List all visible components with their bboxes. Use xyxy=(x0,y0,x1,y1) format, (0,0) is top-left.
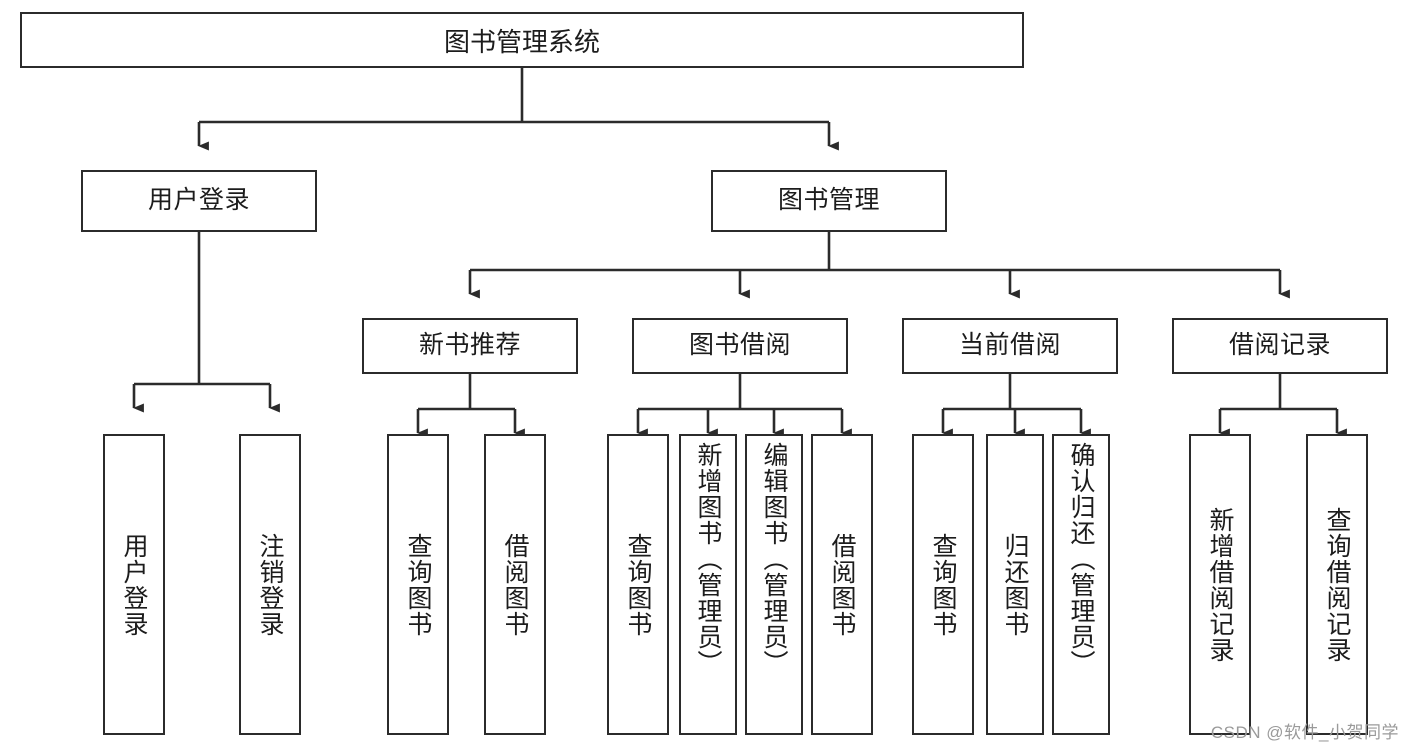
node-label: 查询借阅记录 xyxy=(1323,506,1351,663)
node-new-book-recommend[interactable]: 新书推荐 xyxy=(362,318,578,374)
node-label: 借阅记录 xyxy=(1228,331,1331,360)
node-label: 新增借阅记录 xyxy=(1206,506,1234,663)
leaf-query-book-current[interactable]: 查询图书 xyxy=(912,434,974,735)
node-label: 当前借阅 xyxy=(958,331,1061,360)
leaf-query-borrow-record[interactable]: 查询借阅记录 xyxy=(1306,434,1368,735)
leaf-borrow-book-recommend[interactable]: 借阅图书 xyxy=(484,434,546,735)
node-root-system[interactable]: 图书管理系统 xyxy=(20,12,1024,68)
node-label: 用户登录 xyxy=(120,532,148,637)
node-label: 编辑图书（管理员） xyxy=(760,442,788,676)
leaf-confirm-return-admin[interactable]: 确认归还（管理员） xyxy=(1052,434,1110,735)
watermark: CSDN @软件_小贺同学 xyxy=(1210,723,1399,742)
leaf-add-book-admin[interactable]: 新增图书（管理员） xyxy=(679,434,737,735)
leaf-return-book[interactable]: 归还图书 xyxy=(986,434,1044,735)
node-label: 图书管理 xyxy=(777,186,880,215)
node-label: 确认归还（管理员） xyxy=(1067,442,1095,676)
node-label: 查询图书 xyxy=(929,532,957,637)
node-book-management[interactable]: 图书管理 xyxy=(711,170,947,232)
node-borrow-record[interactable]: 借阅记录 xyxy=(1172,318,1388,374)
node-user-login[interactable]: 用户登录 xyxy=(81,170,317,232)
leaf-borrow-book[interactable]: 借阅图书 xyxy=(811,434,873,735)
leaf-query-book-recommend[interactable]: 查询图书 xyxy=(387,434,449,735)
node-label: 注销登录 xyxy=(256,532,284,637)
node-label: 新增图书（管理员） xyxy=(694,442,722,676)
leaf-user-login[interactable]: 用户登录 xyxy=(103,434,165,735)
leaf-logout[interactable]: 注销登录 xyxy=(239,434,301,735)
node-label: 用户登录 xyxy=(147,186,250,215)
leaf-add-borrow-record[interactable]: 新增借阅记录 xyxy=(1189,434,1251,735)
node-label: 查询图书 xyxy=(404,532,432,637)
node-label: 图书管理系统 xyxy=(443,26,600,57)
node-label: 归还图书 xyxy=(1001,532,1029,637)
node-label: 新书推荐 xyxy=(418,331,521,360)
leaf-edit-book-admin[interactable]: 编辑图书（管理员） xyxy=(745,434,803,735)
node-label: 图书借阅 xyxy=(688,331,791,360)
node-book-borrow[interactable]: 图书借阅 xyxy=(632,318,848,374)
node-label: 借阅图书 xyxy=(828,532,856,637)
node-label: 查询图书 xyxy=(624,532,652,637)
node-label: 借阅图书 xyxy=(501,532,529,637)
node-current-borrow[interactable]: 当前借阅 xyxy=(902,318,1118,374)
leaf-query-book-borrow[interactable]: 查询图书 xyxy=(607,434,669,735)
